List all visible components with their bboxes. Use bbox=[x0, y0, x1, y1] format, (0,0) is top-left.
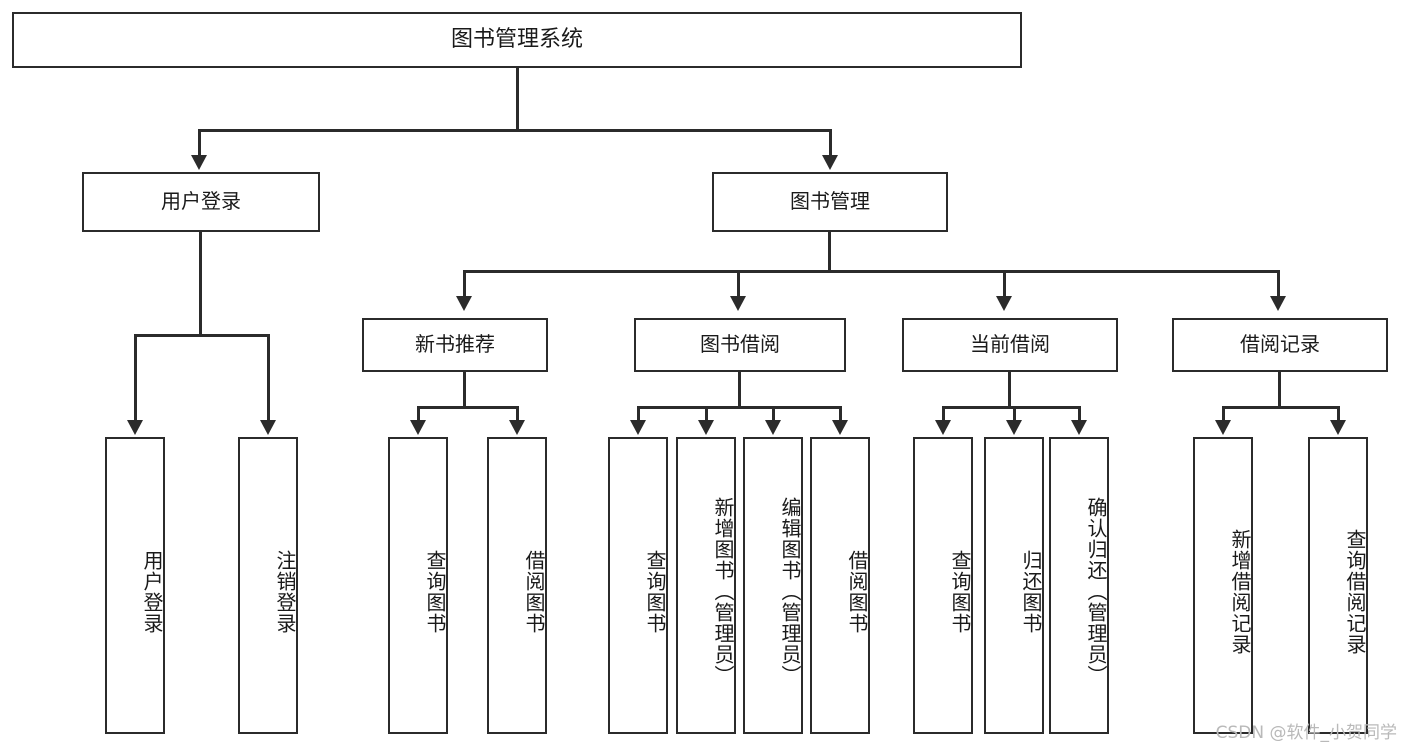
connector-book-management-stem bbox=[828, 232, 831, 272]
arrow-book-borrow-to-leaf-3 bbox=[765, 420, 781, 435]
node-user-login[interactable]: 用户登录 bbox=[82, 172, 320, 232]
arrow-book-borrow-to-leaf-2 bbox=[698, 420, 714, 435]
arrow-root-to-book-management bbox=[822, 155, 838, 170]
node-label: 借阅图书 bbox=[845, 549, 869, 634]
arrow-book-borrow-to-leaf-1 bbox=[630, 420, 646, 435]
leaf-book-borrow-query[interactable]: 查询图书 bbox=[608, 437, 668, 734]
node-label: 编辑图书（管理员） bbox=[778, 497, 802, 686]
node-book-borrow[interactable]: 图书借阅 bbox=[634, 318, 846, 372]
node-label: 查询图书 bbox=[948, 549, 972, 634]
arrow-root-to-user-login bbox=[191, 155, 207, 170]
connector-current-borrow-stem bbox=[1008, 372, 1011, 408]
arrow-new-book-recommend-to-leaf-1 bbox=[410, 420, 426, 435]
connector-user-login-drop-2 bbox=[267, 334, 270, 421]
connector-user-login-drop-1 bbox=[134, 334, 137, 421]
connector-new-book-recommend-bus bbox=[417, 406, 519, 409]
arrow-new-book-recommend-to-leaf-2 bbox=[509, 420, 525, 435]
node-label: 查询借阅记录 bbox=[1343, 528, 1367, 655]
leaf-current-borrow-query[interactable]: 查询图书 bbox=[913, 437, 973, 734]
leaf-current-borrow-confirm-return[interactable]: 确认归还（管理员） bbox=[1049, 437, 1109, 734]
connector-borrow-records-stem bbox=[1278, 372, 1281, 408]
connector-user-login-bus bbox=[134, 334, 270, 337]
arrow-book-borrow-to-leaf-4 bbox=[832, 420, 848, 435]
node-label: 图书管理 bbox=[790, 189, 870, 214]
connector-book-management-drop-4 bbox=[1277, 270, 1280, 298]
arrow-to-borrow-records bbox=[1270, 296, 1286, 311]
node-label: 确认归还（管理员） bbox=[1084, 497, 1108, 686]
connector-book-borrow-stem bbox=[738, 372, 741, 408]
node-label: 查询图书 bbox=[643, 549, 667, 634]
arrow-to-new-book-recommend bbox=[456, 296, 472, 311]
node-label: 新增图书（管理员） bbox=[711, 497, 735, 686]
node-book-management[interactable]: 图书管理 bbox=[712, 172, 948, 232]
node-label: 归还图书 bbox=[1019, 549, 1043, 634]
node-label: 图书借阅 bbox=[700, 332, 780, 357]
arrow-borrow-records-to-leaf-2 bbox=[1330, 420, 1346, 435]
connector-book-management-drop-3 bbox=[1003, 270, 1006, 298]
connector-user-login-stem bbox=[199, 232, 202, 336]
node-label: 新书推荐 bbox=[415, 332, 495, 357]
leaf-user-login-login[interactable]: 用户登录 bbox=[105, 437, 165, 734]
arrow-user-login-to-leaf-1 bbox=[127, 420, 143, 435]
leaf-borrow-records-add[interactable]: 新增借阅记录 bbox=[1193, 437, 1253, 734]
connector-new-book-recommend-stem bbox=[463, 372, 466, 408]
arrow-current-borrow-to-leaf-2 bbox=[1006, 420, 1022, 435]
node-root-book-management-system[interactable]: 图书管理系统 bbox=[12, 12, 1022, 68]
node-label: 用户登录 bbox=[161, 189, 241, 214]
node-label: 用户登录 bbox=[140, 549, 164, 634]
node-borrow-records[interactable]: 借阅记录 bbox=[1172, 318, 1388, 372]
leaf-new-book-query[interactable]: 查询图书 bbox=[388, 437, 448, 734]
connector-book-management-drop-2 bbox=[737, 270, 740, 298]
node-label: 图书管理系统 bbox=[450, 27, 583, 53]
connector-book-management-bus bbox=[463, 270, 1280, 273]
connector-root-bus bbox=[198, 129, 832, 132]
connector-current-borrow-drop-2 bbox=[1013, 406, 1016, 421]
node-label: 查询图书 bbox=[423, 549, 447, 634]
connector-current-borrow-bus bbox=[942, 406, 1081, 409]
connector-new-book-recommend-drop-2 bbox=[516, 406, 519, 421]
connector-book-management-drop-1 bbox=[463, 270, 466, 298]
leaf-new-book-borrow[interactable]: 借阅图书 bbox=[487, 437, 547, 734]
connector-current-borrow-drop-1 bbox=[942, 406, 945, 421]
arrow-to-current-borrow bbox=[996, 296, 1012, 311]
node-new-book-recommend[interactable]: 新书推荐 bbox=[362, 318, 548, 372]
connector-new-book-recommend-drop-1 bbox=[417, 406, 420, 421]
node-label: 新增借阅记录 bbox=[1228, 528, 1252, 655]
leaf-book-borrow-edit[interactable]: 编辑图书（管理员） bbox=[743, 437, 803, 734]
leaf-user-login-logout[interactable]: 注销登录 bbox=[238, 437, 298, 734]
connector-book-borrow-drop-3 bbox=[772, 406, 775, 421]
connector-root-stem bbox=[516, 68, 519, 131]
connector-book-borrow-bus bbox=[637, 406, 842, 409]
arrow-user-login-to-leaf-2 bbox=[260, 420, 276, 435]
node-label: 借阅图书 bbox=[522, 549, 546, 634]
connector-book-borrow-drop-4 bbox=[839, 406, 842, 421]
arrow-current-borrow-to-leaf-3 bbox=[1071, 420, 1087, 435]
node-label: 借阅记录 bbox=[1240, 332, 1320, 357]
node-label: 注销登录 bbox=[273, 549, 297, 634]
leaf-book-borrow-borrow[interactable]: 借阅图书 bbox=[810, 437, 870, 734]
connector-borrow-records-drop-1 bbox=[1222, 406, 1225, 421]
connector-borrow-records-bus bbox=[1222, 406, 1340, 409]
leaf-borrow-records-query[interactable]: 查询借阅记录 bbox=[1308, 437, 1368, 734]
leaf-current-borrow-return[interactable]: 归还图书 bbox=[984, 437, 1044, 734]
arrow-current-borrow-to-leaf-1 bbox=[935, 420, 951, 435]
connector-current-borrow-drop-3 bbox=[1078, 406, 1081, 421]
arrow-to-book-borrow bbox=[730, 296, 746, 311]
leaf-book-borrow-add[interactable]: 新增图书（管理员） bbox=[676, 437, 736, 734]
connector-book-borrow-drop-2 bbox=[705, 406, 708, 421]
connector-book-borrow-drop-1 bbox=[637, 406, 640, 421]
arrow-borrow-records-to-leaf-1 bbox=[1215, 420, 1231, 435]
connector-borrow-records-drop-2 bbox=[1337, 406, 1340, 421]
node-current-borrow[interactable]: 当前借阅 bbox=[902, 318, 1118, 372]
connector-root-drop-left bbox=[198, 129, 201, 157]
connector-root-drop-right bbox=[829, 129, 832, 157]
node-label: 当前借阅 bbox=[970, 332, 1050, 357]
